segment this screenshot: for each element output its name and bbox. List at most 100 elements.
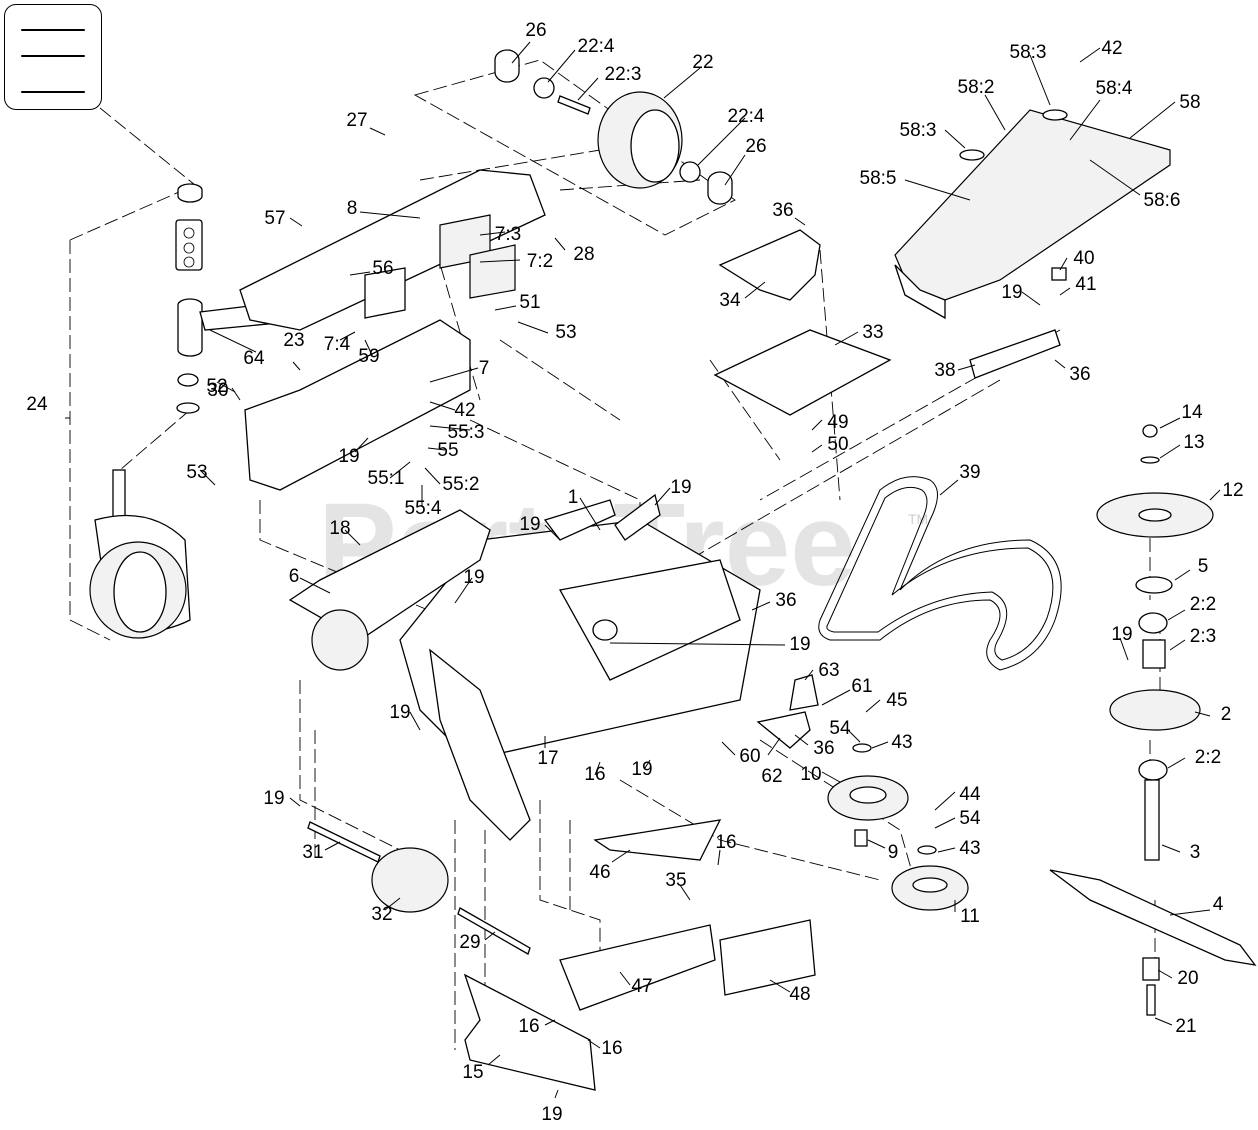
callout-47: 47 [631, 976, 652, 997]
callout-32: 32 [371, 904, 392, 925]
callout-33: 33 [862, 322, 883, 343]
callout-36: 36 [775, 590, 796, 611]
callout-49: 49 [827, 412, 848, 433]
callout-19: 19 [338, 446, 359, 467]
callout-19: 19 [670, 477, 691, 498]
callout-19: 19 [389, 702, 410, 723]
callout-12: 12 [1222, 480, 1243, 501]
wheel-assembly [494, 49, 733, 205]
callout-16: 16 [518, 1016, 539, 1037]
deck-cover [894, 109, 1171, 379]
callout-56: 56 [372, 258, 393, 279]
callout-26: 26 [525, 20, 546, 41]
legend-line-icon [21, 29, 85, 31]
callout-62: 62 [761, 766, 782, 787]
callout-58-5: 58:5 [860, 168, 897, 189]
bracket-and-plates [713, 229, 892, 416]
callout-55-1: 55:1 [368, 468, 405, 489]
callout-55-2: 55:2 [443, 474, 480, 495]
callout-19: 19 [263, 788, 284, 809]
leader-lines [65, 41, 1221, 1099]
callout-13: 13 [1183, 432, 1204, 453]
callout-6: 6 [289, 566, 300, 587]
callout-11: 11 [960, 906, 980, 927]
callout-15: 15 [462, 1062, 483, 1083]
callout-27: 27 [346, 110, 367, 131]
callout-7: 7 [479, 358, 490, 379]
legend-line-icon [21, 55, 85, 57]
callout-9: 9 [888, 842, 899, 863]
callout-58-3: 58:3 [900, 120, 937, 141]
caster-assembly [89, 183, 312, 639]
callout-51: 51 [519, 292, 540, 313]
callout-19: 19 [1111, 624, 1132, 645]
callout-64: 64 [243, 348, 265, 369]
callout-55-3: 55:3 [448, 422, 485, 443]
callout-19: 19 [463, 567, 484, 588]
callout-3: 3 [1190, 842, 1201, 863]
callout-58: 58 [1179, 92, 1200, 113]
callout-28: 28 [573, 244, 594, 265]
callout-21: 21 [1175, 1016, 1196, 1037]
callout-5: 5 [1198, 556, 1209, 577]
callout-7-3: 7:3 [495, 224, 521, 245]
callout-23: 23 [283, 330, 304, 351]
callout-2: 2 [1221, 704, 1232, 725]
callout-60: 60 [739, 746, 760, 767]
callout-55: 55 [437, 440, 458, 461]
callout-42: 42 [454, 400, 475, 421]
callout-54: 54 [959, 808, 981, 829]
callout-63: 63 [818, 660, 839, 681]
callout-22-4: 22:4 [728, 106, 765, 127]
callout-39: 39 [959, 462, 980, 483]
callout-53: 53 [555, 322, 576, 343]
callout-26: 26 [745, 136, 766, 157]
callout-22-4: 22:4 [578, 36, 615, 57]
callout-19: 19 [1001, 282, 1022, 303]
callout-2-2: 2:2 [1195, 747, 1221, 768]
mower-deck [288, 493, 761, 841]
lower-parts [307, 819, 816, 1091]
callout-16: 16 [715, 832, 736, 853]
callout-19: 19 [789, 634, 810, 655]
callout-54: 54 [829, 718, 851, 739]
callout-2-3: 2:3 [1190, 626, 1216, 647]
callout-34: 34 [719, 290, 741, 311]
callout-19: 19 [631, 759, 652, 780]
legend-line-icon [21, 91, 85, 93]
watermark-trademark: TM [908, 511, 928, 527]
callout-31: 31 [302, 842, 323, 863]
callout-57: 57 [264, 208, 285, 229]
callout-7-4: 7:4 [324, 334, 351, 355]
callout-44: 44 [959, 784, 981, 805]
callout-41: 41 [1075, 274, 1096, 295]
callout-59: 59 [358, 346, 379, 367]
callout-45: 45 [886, 690, 907, 711]
callout-7-2: 7:2 [527, 251, 553, 272]
callout-48: 48 [789, 984, 810, 1005]
callout-1: 1 [568, 487, 579, 508]
callout-16: 16 [584, 764, 605, 785]
idler-pulleys [756, 674, 969, 911]
callout-17: 17 [537, 748, 558, 769]
callout-35: 35 [665, 870, 686, 891]
callout-30: 30 [207, 380, 228, 401]
callout-43: 43 [959, 838, 980, 859]
callout-36: 36 [772, 200, 793, 221]
callout-24: 24 [26, 394, 48, 415]
callout-8: 8 [347, 198, 358, 219]
callout-36: 36 [1069, 364, 1090, 385]
deck-side-plates [239, 169, 546, 491]
callout-55-4: 55:4 [405, 498, 442, 519]
callout-53: 53 [186, 462, 207, 483]
belt [818, 476, 1062, 671]
callout-29: 29 [459, 932, 480, 953]
spindle-assembly [1049, 424, 1257, 1016]
callout-36: 36 [813, 738, 834, 759]
callout-40: 40 [1073, 248, 1094, 269]
callout-22-3: 22:3 [605, 64, 642, 85]
callout-22: 22 [692, 52, 713, 73]
callout-58-4: 58:4 [1096, 78, 1133, 99]
callout-58-3: 58:3 [1010, 42, 1047, 63]
